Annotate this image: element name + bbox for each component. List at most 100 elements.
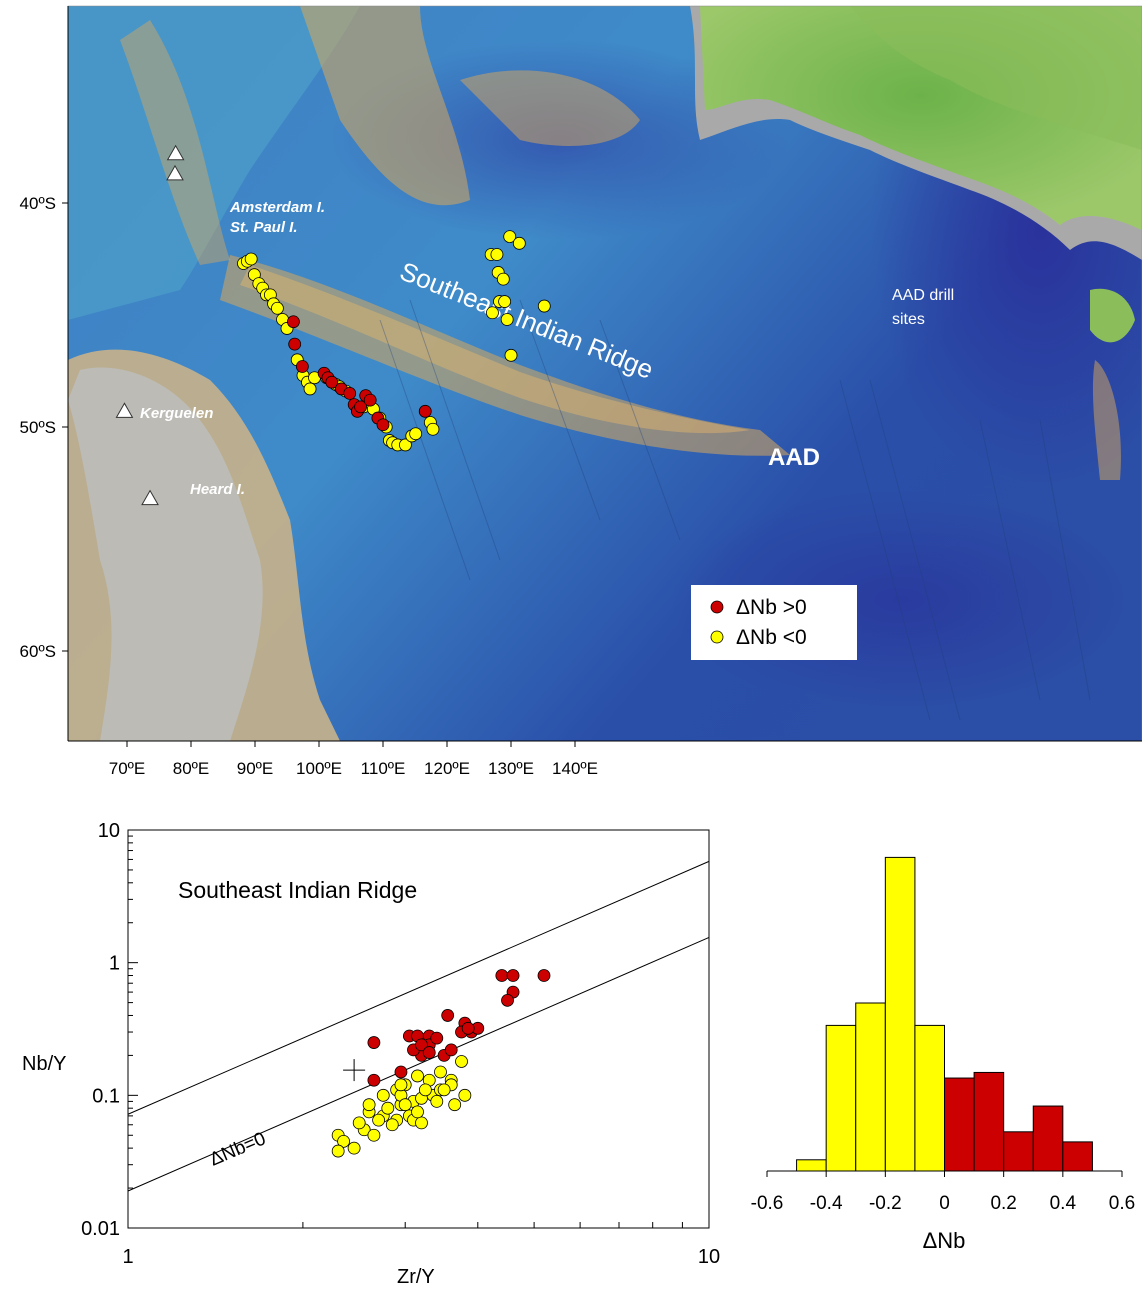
scatter-point-negative [430,1095,444,1108]
histogram-x-tick-label: 0.6 [1109,1193,1135,1214]
map-point-negative [512,236,526,250]
map-point-positive [288,337,302,351]
scatter-point-positive [367,1036,381,1049]
map-point-negative [270,301,284,315]
scatter-point-negative [347,1141,361,1155]
scatter-point-negative [458,1088,472,1102]
scatter-y-tick-label: 0.01 [81,1218,120,1240]
histogram-x-tick-label: -0.6 [751,1193,784,1214]
scatter-point-negative [455,1055,468,1068]
map-point-negative [490,248,504,261]
legend-marker-negative [710,630,724,644]
map-point-negative [303,382,317,396]
scatter-point-positive [415,1038,428,1052]
map-point-negative [244,252,258,266]
scatter-point-positive [441,1009,455,1022]
histogram-x-tick-label: 0.2 [990,1193,1016,1214]
scatter-x-tick-label: 1 [122,1246,133,1268]
map-point-negative [409,427,423,441]
scatter-point-positive [537,969,551,982]
scatter-point-negative [437,1083,451,1097]
scatter-point-positive [394,1065,408,1079]
histogram-bars [796,856,1093,1172]
map-x-tick-label: 80ºE [173,759,209,778]
map-point-positive [418,404,432,418]
label-drill-2: sites [892,311,925,328]
histogram-bar [1032,1105,1064,1172]
scatter-point-negative [385,1118,399,1132]
scatter-point-negative [337,1134,350,1148]
scatter-y-tick-label: 0.1 [92,1085,120,1107]
map-point-positive [325,375,339,389]
scatter-reference-lines [127,860,710,1192]
island-triangle-icon [141,489,159,506]
label-amsterdam: Amsterdam I. [229,199,325,216]
legend-box [691,585,857,660]
histogram-x-tick-label: -0.4 [810,1193,843,1214]
map-point-negative [398,438,412,452]
label-heard: Heard I. [190,481,245,498]
map-point-positive [376,418,390,432]
map-point-negative [537,299,551,313]
histogram-bar [1003,1131,1034,1172]
map-x-tick-label: 130ºE [488,759,534,778]
scatter-point-negative [411,1105,424,1119]
scatter-frame [127,829,710,1229]
histogram-bar [855,1002,886,1172]
scatter-point-negative [376,1088,390,1102]
label-drill-1: AAD drill [892,287,954,304]
label-aad: AAD [768,444,820,471]
label-st-paul: St. Paul I. [230,219,298,236]
scatter-point-negative [398,1098,412,1112]
map-point-positive [286,315,300,329]
scatter-y-tick-label: 1 [109,953,120,975]
map-y-tick-label: 40ºS [20,194,56,213]
scatter-point-negative [352,1116,366,1130]
map-point-positive [295,360,309,373]
legend-marker-positive [710,600,724,614]
histogram-bar [1062,1141,1093,1172]
map-x-tick-label: 120ºE [424,759,470,778]
scatter-point-negative [419,1083,432,1097]
scatter-point-positive [367,1073,381,1087]
map-sample-points [237,230,551,452]
scatter-point-negative [434,1065,447,1079]
scatter-reference-line [127,860,710,1115]
map-x-tick-label: 140ºE [552,759,598,778]
scatter-y-tick-label: 10 [98,820,120,842]
map-point-negative [500,313,514,326]
map-point-negative [498,295,512,308]
scatter-point-negative [411,1069,424,1083]
map-x-tick-label: 100ºE [296,759,342,778]
scatter-points [331,969,551,1158]
scatter-point-negative [448,1098,462,1112]
map-point-negative [426,422,440,436]
histogram-x-tick-label: -0.2 [869,1193,902,1214]
scatter-point-positive [422,1046,436,1059]
scatter-axes: 1 10 0.01 0.1 1 10 [81,820,720,1268]
scatter-point-negative [372,1113,386,1127]
map-axes: 70ºE80ºE90ºE100ºE110ºE120ºE130ºE140ºE30º… [20,6,1142,778]
bathymetry-background [68,6,1142,741]
scatter-point-negative [381,1101,395,1115]
histogram-bar [944,1077,975,1172]
map-panel: 70ºE80ºE90ºE100ºE110ºE120ºE130ºE140ºE30º… [20,5,1142,778]
map-point-negative [496,272,510,286]
scatter-title: Southeast Indian Ridge [178,877,417,903]
map-point-negative [486,306,499,320]
map-legend: ΔNb >0 ΔNb <0 [691,585,857,660]
scatter-ylabel: Nb/Y [22,1053,66,1075]
map-point-positive [354,400,368,414]
scatter-point-positive [501,993,514,1007]
map-point-negative [504,348,518,362]
scatter-reference-line [127,936,710,1192]
scatter-point-positive [495,969,509,982]
histogram-bar [914,1024,946,1172]
label-kerguelen: Kerguelen [140,405,213,422]
map-y-tick-label: 60ºS [20,642,56,661]
island-markers [115,144,185,506]
scatter-x-tick-label: 10 [698,1246,720,1268]
island-triangle-icon [166,144,185,161]
